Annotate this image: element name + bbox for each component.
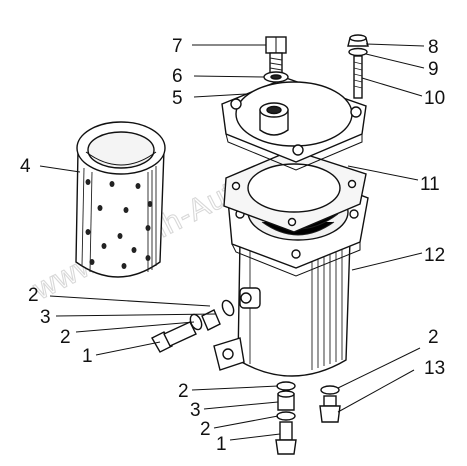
callout-labels: 7 8 6 9 5 10 4 11 12 2 3 2 1 2 13 2 3 2 … — [20, 36, 445, 455]
callout-9: 9 — [428, 59, 439, 80]
filter-cover — [221, 77, 367, 171]
drain-plug — [319, 395, 341, 423]
filter-element — [75, 121, 166, 278]
callout-2-drain: 2 — [428, 327, 439, 348]
callout-2-bottom-b: 2 — [200, 419, 211, 440]
callout-5: 5 — [172, 88, 183, 109]
callout-10: 10 — [424, 88, 445, 109]
side-ring — [201, 309, 221, 331]
callout-7: 7 — [172, 36, 183, 57]
bottom-ring — [277, 390, 295, 411]
callout-4: 4 — [20, 156, 31, 177]
housing-shading — [249, 244, 343, 370]
stud-washer — [348, 47, 368, 57]
bottom-washer-a — [276, 381, 296, 391]
bottom-washer-b — [276, 411, 296, 421]
drain-washer — [320, 385, 340, 395]
callout-6: 6 — [172, 66, 183, 87]
stud — [353, 55, 363, 99]
callout-8: 8 — [428, 37, 439, 58]
stud-nut — [347, 34, 369, 47]
callout-1-side: 1 — [82, 346, 93, 367]
side-bolt — [151, 321, 197, 353]
center-washer — [263, 71, 289, 83]
callout-2-side-b: 2 — [60, 327, 71, 348]
callout-13: 13 — [424, 358, 445, 379]
callout-3-side: 3 — [40, 307, 51, 328]
callout-12: 12 — [424, 245, 445, 266]
side-washer-b — [221, 299, 235, 317]
callout-3-bottom: 3 — [190, 400, 201, 421]
filter-element-holes — [85, 179, 153, 269]
callout-1-bottom: 1 — [216, 434, 227, 455]
leader-lines — [39, 43, 425, 441]
callout-2-side-a: 2 — [28, 285, 39, 306]
callout-2-bottom-a: 2 — [178, 381, 189, 402]
callout-11: 11 — [420, 174, 440, 195]
bottom-bolt — [275, 421, 297, 455]
